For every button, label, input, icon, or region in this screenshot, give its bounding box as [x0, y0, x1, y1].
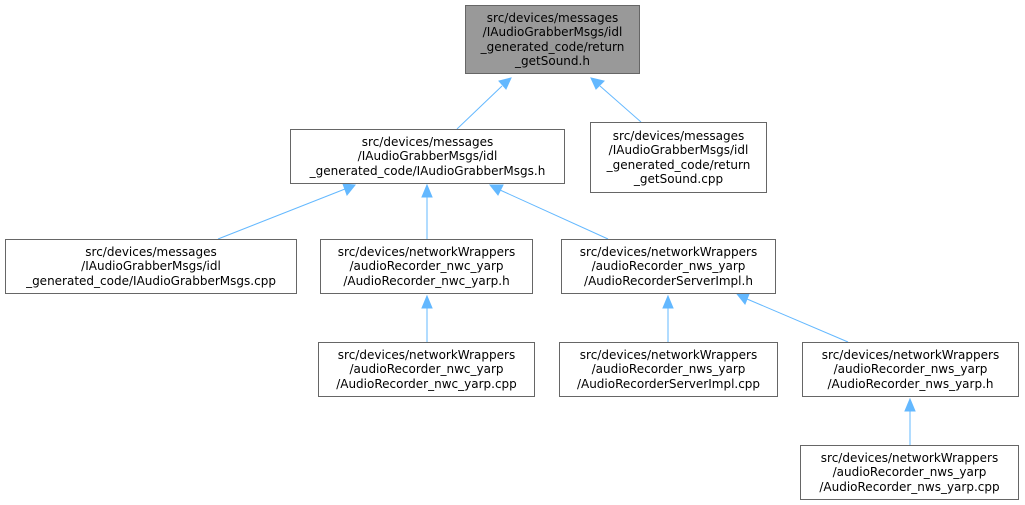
node-label-line: /AudioRecorder_nws_yarp.h	[827, 376, 994, 391]
node-audiorecorder-nws-yarp-cpp[interactable]: src/devices/networkWrappers /audioRecord…	[800, 445, 1019, 500]
node-label-line: _generated_code/return	[480, 39, 625, 54]
node-label-line: /IAudioGrabberMsgs/idl	[357, 149, 498, 164]
node-audiorecorderserverimpl-cpp[interactable]: src/devices/networkWrappers /audioRecord…	[559, 342, 778, 397]
node-label-line: _generated_code/IAudioGrabberMsgs.cpp	[26, 273, 276, 288]
node-audiorecorder-nwc-yarp-cpp[interactable]: src/devices/networkWrappers /audioRecord…	[318, 342, 535, 397]
node-label-line: /AudioRecorderServerImpl.h	[584, 273, 753, 288]
node-label-line: src/devices/networkWrappers	[821, 347, 1000, 362]
arrowhead-root-1	[498, 77, 512, 90]
node-return-getsound-cpp[interactable]: src/devices/messages /IAudioGrabberMsgs/…	[590, 122, 767, 193]
arrowhead-iagm-h-2	[421, 183, 433, 198]
arrowhead-nwc-h	[421, 294, 433, 309]
node-label-line: src/devices/messages	[612, 128, 745, 143]
node-label-line: /AudioRecorder_nwc_yarp.h	[343, 273, 510, 288]
node-label-line: src/devices/networkWrappers	[579, 347, 758, 362]
node-label-line: _generated_code/return	[606, 157, 751, 172]
node-label-line: src/devices/messages	[85, 244, 217, 259]
node-iaudiograbbermsgs-h[interactable]: src/devices/messages /IAudioGrabberMsgs/…	[290, 129, 565, 184]
node-label-line: src/devices/networkWrappers	[579, 244, 758, 259]
edge-iagm-h-to-root	[456, 85, 503, 130]
node-label-line: /AudioRecorderServerImpl.cpp	[576, 376, 761, 391]
node-iaudiograbbermsgs-cpp[interactable]: src/devices/messages /IAudioGrabberMsgs/…	[5, 239, 297, 294]
edge-return-cpp-to-root	[599, 85, 642, 123]
node-label-line: /audioRecorder_nws_yarp	[591, 259, 746, 274]
node-audiorecorder-nws-yarp-h[interactable]: src/devices/networkWrappers /audioRecord…	[802, 342, 1019, 397]
edge-nws-h-to-srvimpl-h	[746, 298, 849, 343]
node-label-line: /audioRecorder_nwc_yarp	[349, 362, 504, 377]
node-label-line: /audioRecorder_nwc_yarp	[349, 259, 504, 274]
node-label-line: /audioRecorder_nws_yarp	[833, 362, 988, 377]
node-audiorecorder-nwc-yarp-h[interactable]: src/devices/networkWrappers /audioRecord…	[320, 239, 533, 294]
node-label-line: src/devices/networkWrappers	[820, 450, 999, 465]
node-label-line: /audioRecorder_nws_yarp	[591, 362, 746, 377]
arrowhead-iagm-h-1	[342, 183, 356, 197]
node-label-line: _getSound.cpp	[633, 172, 724, 186]
node-return-getsound-h: src/devices/messages /IAudioGrabberMsgs/…	[465, 5, 640, 74]
node-label-line: _generated_code/IAudioGrabberMsgs.h	[309, 163, 546, 178]
node-label-line: _getSound.h	[515, 54, 590, 68]
arrowhead-root-2	[590, 77, 605, 90]
arrowhead-srvimpl-h-1	[662, 294, 674, 309]
node-label-line: /AudioRecorder_nwc_yarp.cpp	[336, 376, 517, 391]
node-label-line: /IAudioGrabberMsgs/idl	[81, 259, 221, 274]
node-audiorecorderserverimpl-h[interactable]: src/devices/networkWrappers /audioRecord…	[561, 239, 776, 294]
edge-srvimpl-h-to-iagm-h	[499, 189, 609, 240]
node-label-line: /AudioRecorder_nws_yarp.cpp	[819, 479, 1000, 494]
arrowhead-nws-h	[904, 397, 916, 412]
node-label-line: /IAudioGrabberMsgs/idl	[608, 143, 749, 157]
node-label-line: src/devices/messages	[361, 134, 494, 149]
node-label-line: src/devices/messages	[486, 10, 619, 25]
arrowhead-srvimpl-h-2	[735, 293, 750, 305]
node-label-line: src/devices/networkWrappers	[337, 244, 516, 259]
node-label-line: /audioRecorder_nws_yarp	[832, 465, 987, 480]
node-label-line: src/devices/networkWrappers	[337, 347, 516, 362]
node-label-line: /IAudioGrabberMsgs/idl	[482, 25, 623, 39]
edge-iagm-cpp-to-iagm-h	[217, 188, 346, 240]
arrowhead-iagm-h-3	[488, 184, 504, 196]
